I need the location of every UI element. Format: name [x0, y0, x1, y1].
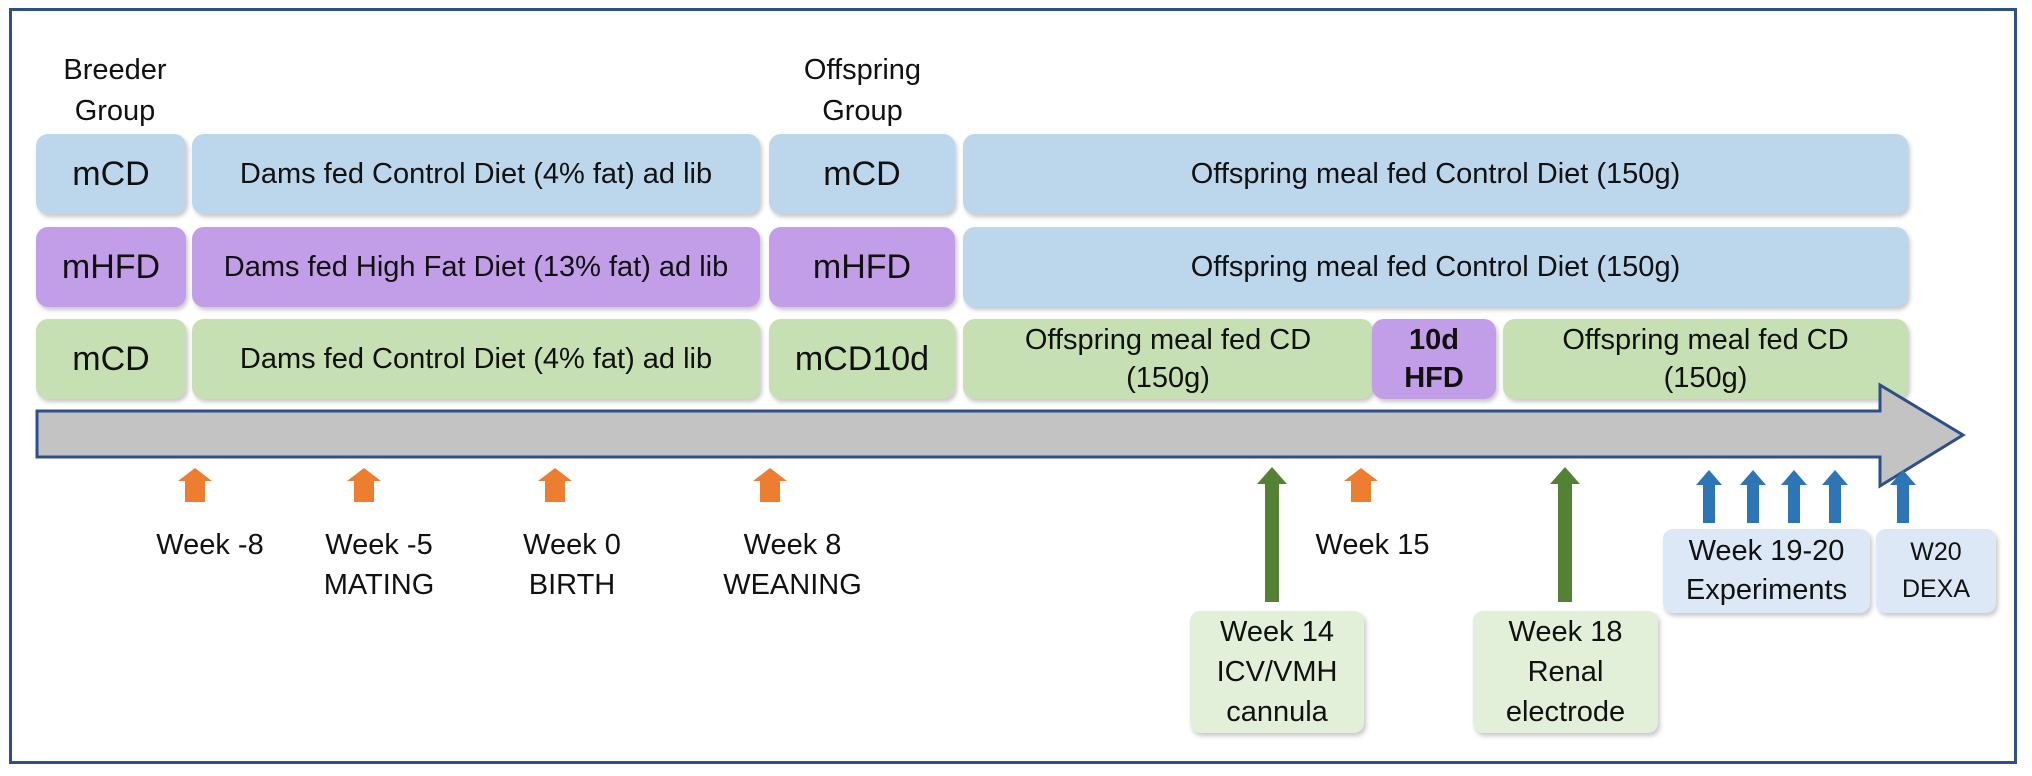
- arrow-up-icon: [347, 468, 381, 502]
- row2-offspring-group: mHFD: [769, 227, 955, 307]
- arrow-up-icon: [1344, 468, 1378, 502]
- row1-breeder-group: mCD: [36, 134, 186, 214]
- row3-10d-hfd: 10d HFD: [1372, 319, 1496, 399]
- row2-breeder-group: mHFD: [36, 227, 186, 307]
- row3-dam-diet: Dams fed Control Diet (4% fat) ad lib: [192, 319, 760, 399]
- arrow-up-icon: [178, 468, 212, 502]
- row1-dam-diet: Dams fed Control Diet (4% fat) ad lib: [192, 134, 760, 214]
- week-minus8-label: Week -8: [156, 529, 264, 561]
- row3-breeder-group: mCD: [36, 319, 186, 399]
- week18-procedure-box: Week 18 Renal electrode: [1473, 611, 1658, 733]
- row2-offspring-diet: Offspring meal fed Control Diet (150g): [963, 227, 1908, 307]
- timeline-arrow: [35, 382, 1966, 489]
- w20-dexa-box: W20 DEXA: [1876, 529, 1996, 613]
- row1-offspring-group: mCD: [769, 134, 955, 214]
- green-procedure-arrows: [1257, 467, 1580, 602]
- week-8-label: Week 8 WEANING: [723, 529, 862, 601]
- orange-week-arrows: [178, 468, 1378, 502]
- arrow-up-icon: [753, 468, 787, 502]
- week14-procedure-box: Week 14 ICV/VMH cannula: [1190, 611, 1364, 733]
- arrow-up-icon: [1257, 467, 1287, 602]
- row2-dam-diet: Dams fed High Fat Diet (13% fat) ad lib: [192, 227, 760, 307]
- week-15-label: Week 15: [1315, 529, 1430, 561]
- week-minus5-label: Week -5 MATING: [323, 529, 435, 601]
- blue-experiment-arrows: [1696, 470, 1916, 523]
- week19-20-experiments-box: Week 19-20 Experiments: [1663, 529, 1870, 613]
- week-0-label: Week 0 BIRTH: [523, 529, 621, 601]
- arrow-up-icon: [1550, 467, 1580, 602]
- arrow-up-icon: [538, 468, 572, 502]
- arrow-up-icon: [1890, 470, 1916, 523]
- row1-offspring-diet: Offspring meal fed Control Diet (150g): [963, 134, 1908, 214]
- arrow-up-icon: [1781, 470, 1807, 523]
- row3-offspring-group: mCD10d: [769, 319, 955, 399]
- breeder-group-header: Breeder Group: [63, 54, 167, 127]
- arrow-up-icon: [1822, 470, 1848, 523]
- row3-offspring-diet-a: Offspring meal fed CD (150g): [963, 319, 1373, 399]
- offspring-group-header: Offspring Group: [803, 54, 922, 127]
- arrow-up-icon: [1696, 470, 1722, 523]
- row3-offspring-diet-b: Offspring meal fed CD (150g): [1503, 319, 1908, 399]
- arrow-up-icon: [1740, 470, 1766, 523]
